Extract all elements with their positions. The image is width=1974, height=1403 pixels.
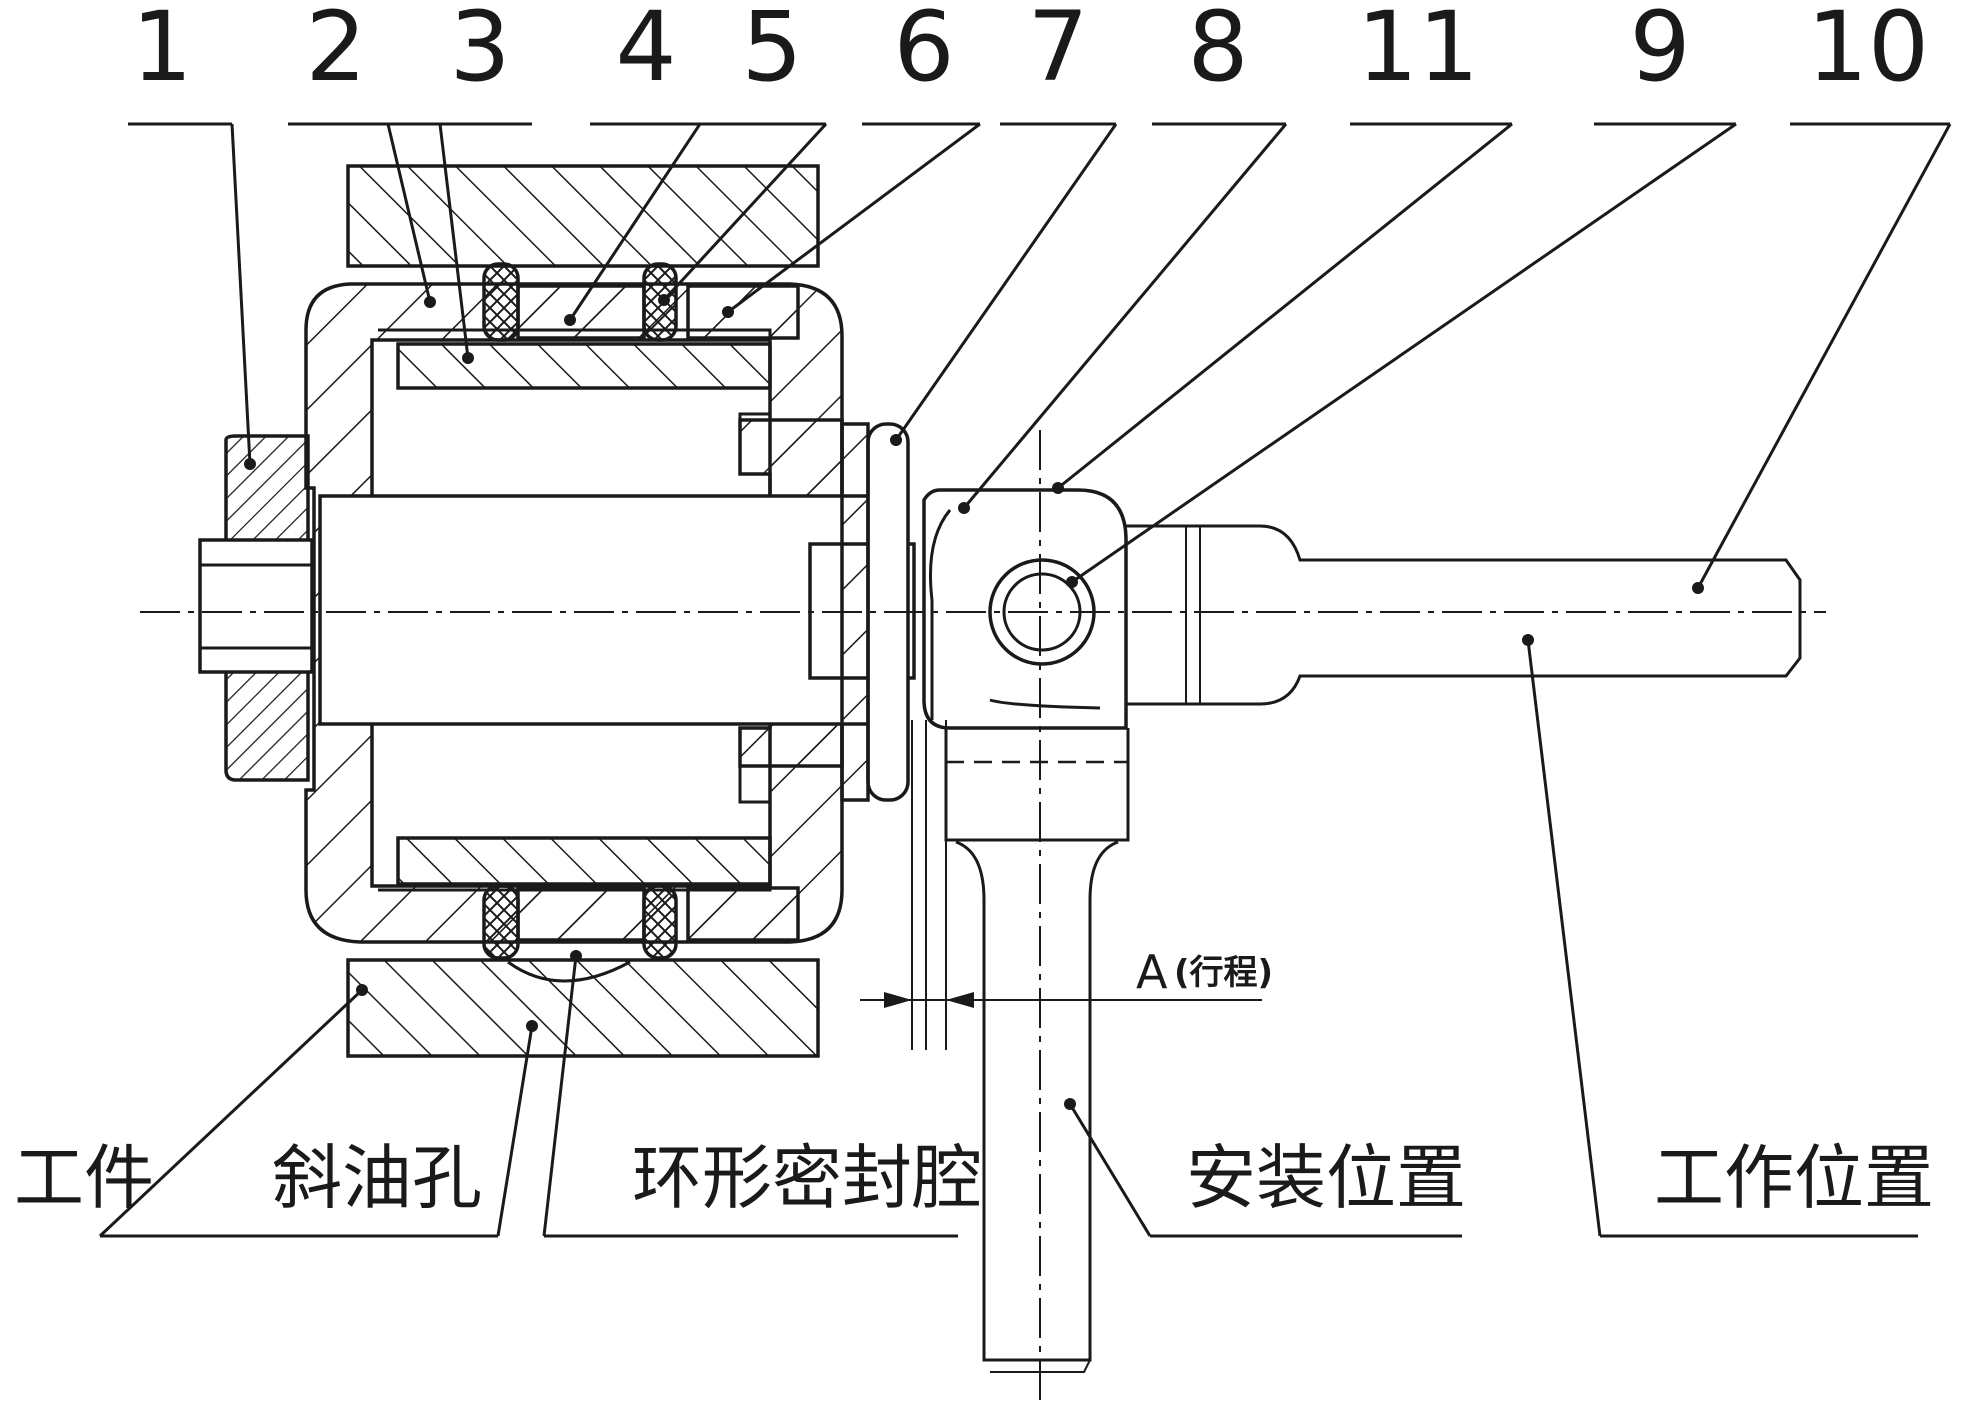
part-number-9: 9 [1629, 0, 1690, 103]
label-work-position: 工作位置 [1654, 1137, 1934, 1219]
label-workpiece: 工件 [14, 1137, 154, 1219]
shaft [320, 496, 914, 724]
label-oblique-oil-hole: 斜油孔 [272, 1137, 482, 1219]
dimension-note: (行程) [1174, 953, 1273, 993]
part-number-1: 1 [131, 0, 192, 103]
part-number-8: 8 [1187, 0, 1248, 103]
part-number-labels: 1 2 3 4 5 6 7 8 11 9 10 [131, 0, 1929, 103]
part-number-5: 5 [741, 0, 802, 103]
part-1-nut [200, 436, 312, 780]
part-number-11: 11 [1357, 0, 1479, 103]
part-number-3: 3 [449, 0, 510, 103]
stroke-dimension: A (行程) [860, 720, 1273, 1050]
label-annular-seal-cavity: 环形密封腔 [632, 1137, 982, 1219]
part-number-2: 2 [305, 0, 366, 103]
part-number-4: 4 [615, 0, 676, 103]
part-number-10: 10 [1807, 0, 1929, 103]
part-number-6: 6 [893, 0, 954, 103]
part-number-7: 7 [1027, 0, 1088, 103]
part-8-lever [924, 490, 1800, 1372]
bottom-labels: 工件 斜油孔 环形密封腔 安装位置 工作位置 [14, 1137, 1934, 1219]
label-install-position: 安装位置 [1186, 1137, 1466, 1219]
dimension-letter: A [1136, 945, 1168, 999]
